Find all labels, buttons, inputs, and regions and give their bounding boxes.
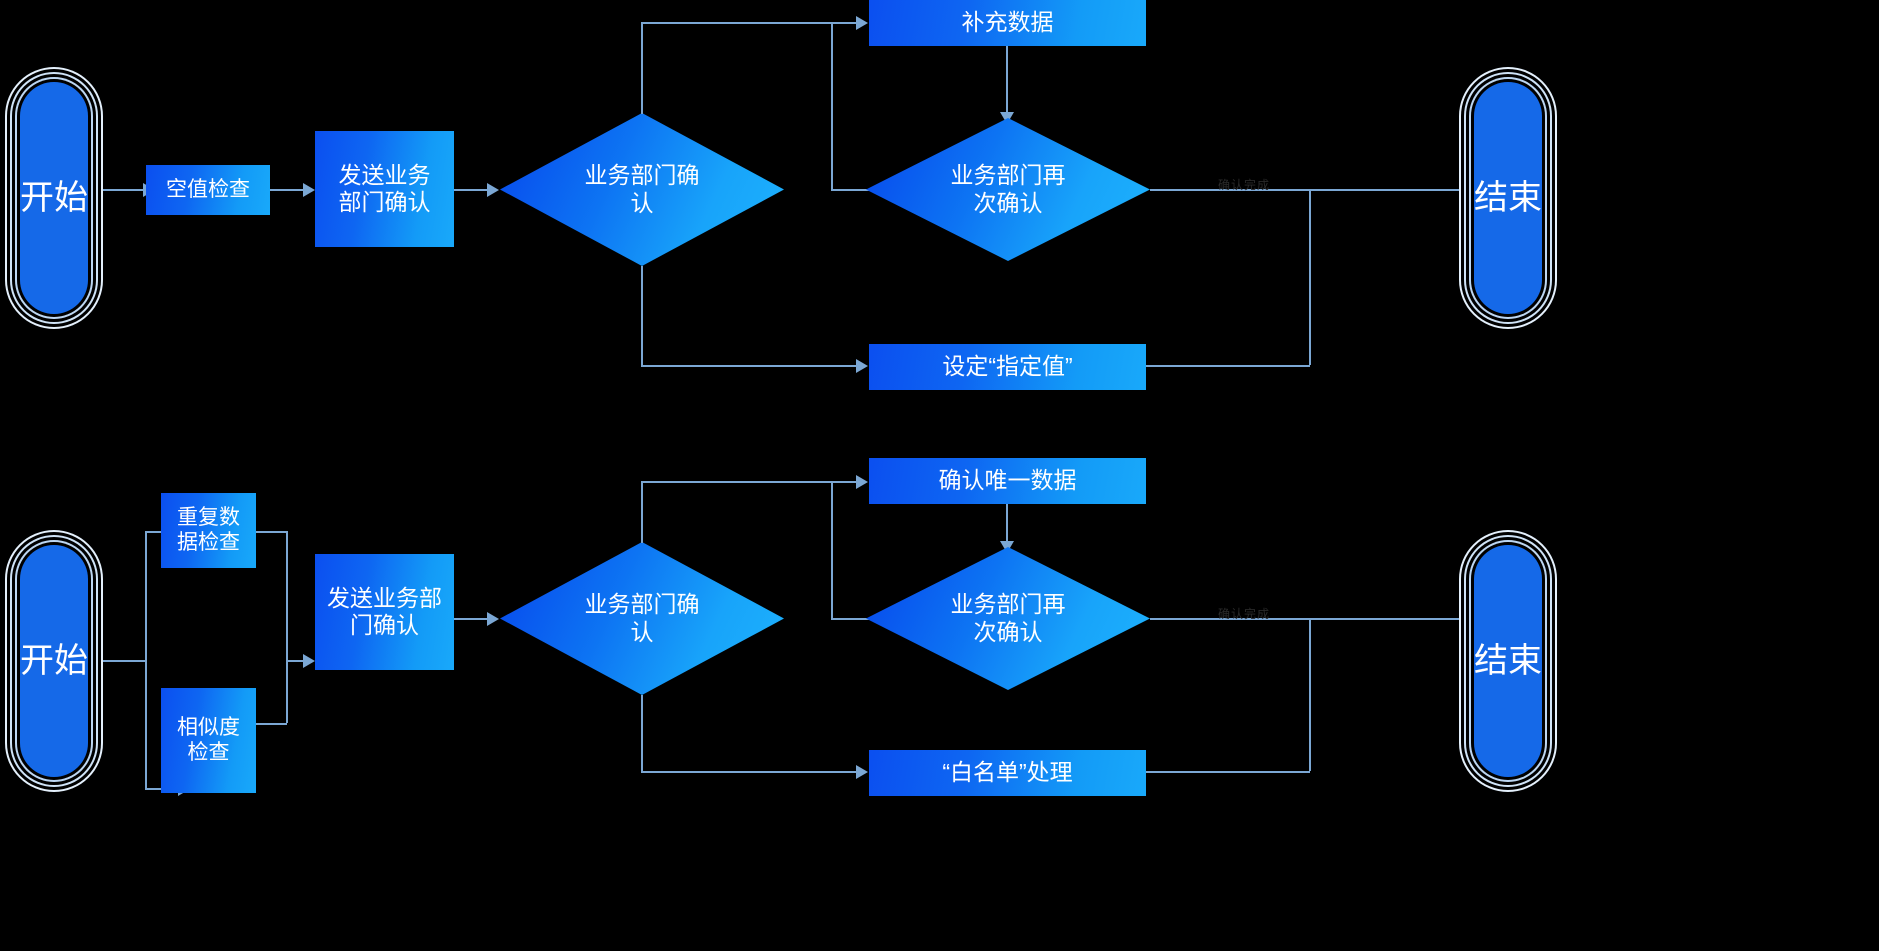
node-start-top[interactable]: 开始: [20, 82, 88, 314]
edge-branch-right-top: [831, 189, 871, 191]
arrowhead-to-confirm-unique: [856, 475, 868, 489]
node-supplement-data[interactable]: 补充数据: [869, 0, 1146, 46]
edge-label-reconfirm-end-bottom: 确认完成: [1218, 607, 1271, 621]
edge-label-reconfirm-end-top: 确认完成: [1218, 178, 1271, 192]
node-whitelist-process[interactable]: “白名单”处理: [869, 750, 1146, 796]
edge-merge-to-send: [286, 660, 303, 662]
arrowhead-send-to-decision-top: [487, 183, 499, 197]
arrowhead-merge-to-send: [303, 654, 315, 668]
node-decision-reconfirm-top-label: 业务部门再 次确认: [950, 161, 1066, 216]
node-set-default-value[interactable]: 设定“指定值”: [869, 344, 1146, 390]
node-end-top[interactable]: 结束: [1474, 82, 1542, 314]
arrowhead-to-supplement: [856, 16, 868, 30]
edge-decision-up-right-top: [641, 22, 856, 24]
edge-reconfirm-to-end-bottom: [1150, 618, 1465, 620]
edge-whitelist-up: [1309, 618, 1311, 771]
arrowhead-reconfirm-to-end-top: [1461, 183, 1473, 197]
node-null-check[interactable]: 空值检查: [146, 165, 270, 215]
edge-branch-down-top: [831, 22, 833, 189]
node-similarity-check[interactable]: 相似度 检查: [161, 688, 256, 793]
edge-confirmunique-to-reconfirm: [1006, 504, 1008, 545]
edge-setdefault-right-top: [1146, 365, 1310, 367]
arrowhead-send-to-decision-bottom: [487, 612, 499, 626]
node-decision-confirm-bottom[interactable]: 业务部门确 认: [500, 542, 784, 695]
node-confirm-unique-data[interactable]: 确认唯一数据: [869, 458, 1146, 504]
node-duplicate-check[interactable]: 重复数 据检查: [161, 493, 256, 568]
edge-branch-down-bottom: [831, 481, 833, 618]
edge-start-bottom-stub: [103, 660, 145, 662]
node-decision-reconfirm-bottom[interactable]: 业务部门再 次确认: [866, 547, 1150, 690]
edge-similarity-merge: [256, 723, 287, 725]
edge-decision-up-top: [641, 22, 643, 114]
edge-branch-right-bottom: [831, 618, 871, 620]
node-decision-reconfirm-top[interactable]: 业务部门再 次确认: [866, 118, 1150, 261]
node-end-bottom[interactable]: 结束: [1474, 545, 1542, 777]
node-decision-confirm-top[interactable]: 业务部门确 认: [500, 113, 784, 266]
edge-nullcheck-to-send: [270, 189, 303, 191]
edge-reconfirm-to-end-top: [1150, 189, 1465, 191]
edge-decision-up-bottom: [641, 481, 643, 543]
node-send-confirm-top[interactable]: 发送业务 部门确认: [315, 131, 454, 247]
edge-start-bottom-split: [145, 531, 147, 790]
edge-send-to-decision-top: [454, 189, 487, 191]
edge-dupcheck-merge: [256, 531, 287, 533]
edge-decision-down-top: [641, 266, 643, 366]
arrowhead-to-whitelist: [856, 765, 868, 779]
node-decision-confirm-top-label: 业务部门确 认: [584, 161, 700, 216]
edge-decision-down-bottom: [641, 695, 643, 773]
node-send-confirm-bottom[interactable]: 发送业务部 门确认: [315, 554, 454, 670]
edge-decision-down-right-top: [641, 365, 856, 367]
arrowhead-nullcheck-to-send: [303, 183, 315, 197]
edge-whitelist-right: [1146, 771, 1310, 773]
arrowhead-to-set-default: [856, 359, 868, 373]
edge-supplement-to-reconfirm: [1006, 46, 1008, 116]
node-decision-reconfirm-bottom-label: 业务部门再 次确认: [950, 590, 1066, 645]
edge-start-to-nullcheck: [103, 189, 143, 191]
edge-setdefault-up-top: [1309, 189, 1311, 365]
edge-merge-rail: [286, 531, 288, 723]
node-decision-confirm-bottom-label: 业务部门确 认: [584, 590, 700, 645]
node-start-bottom[interactable]: 开始: [20, 545, 88, 777]
arrowhead-reconfirm-to-end-bottom: [1461, 612, 1473, 626]
edge-send-to-decision-bottom: [454, 618, 487, 620]
edge-decision-down-right-bottom: [641, 771, 856, 773]
edge-decision-up-right-bottom: [641, 481, 856, 483]
